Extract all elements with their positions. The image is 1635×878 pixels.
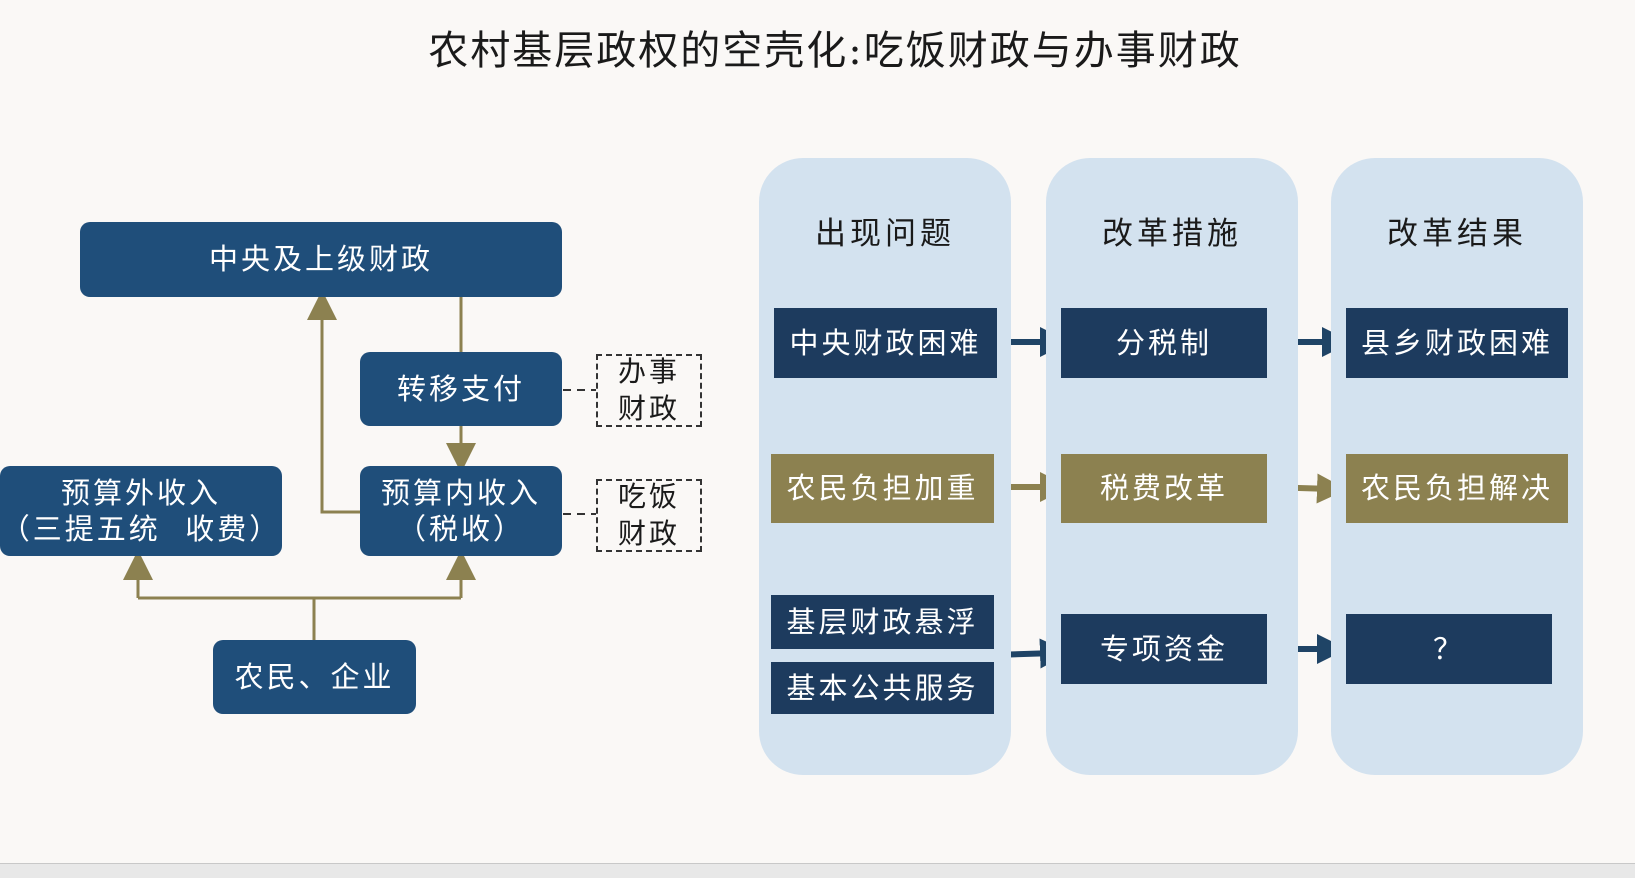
results-header: 改革结果 (1387, 216, 1527, 252)
row2-measure-label: 税费改革 (1099, 471, 1228, 506)
row1-result-box: 县乡财政困难 (1346, 308, 1568, 378)
row2-problem-box: 农民负担加重 (771, 454, 994, 523)
status-bar (0, 863, 1635, 878)
row3-result-label: ？ (1432, 631, 1465, 666)
inside-budget-sublabel: （税收） (396, 512, 525, 546)
row2-result-label: 农民负担解决 (1360, 471, 1553, 506)
row2-problem-label: 农民负担加重 (786, 471, 979, 506)
measures-header: 改革措施 (1102, 216, 1242, 252)
row3-measure-box: 专项资金 (1061, 614, 1267, 684)
farmers-enterprises-box: 农民、企业 (213, 640, 416, 714)
row1-result-label: 县乡财政困难 (1360, 325, 1553, 360)
row3-problem-b-label: 基本公共服务 (786, 670, 979, 705)
row3-problem-a-label: 基层财政悬浮 (786, 604, 979, 639)
farmers-enterprises-label: 农民、企业 (234, 659, 395, 694)
problems-header: 出现问题 (815, 216, 955, 252)
row1-problem-label: 中央财政困难 (789, 325, 982, 360)
chifan-finance-label-box: 吃饭 财政 (596, 479, 702, 552)
chifan-line1: 吃饭 (617, 480, 680, 514)
inside-budget-box: 预算内收入 （税收） (360, 466, 562, 556)
row1-measure-label: 分税制 (1115, 325, 1212, 360)
banshi-finance-label-box: 办事 财政 (596, 354, 702, 427)
row2-measure-box: 税费改革 (1061, 454, 1267, 523)
outside-budget-sublabel: （三提五统 收费） (0, 512, 282, 546)
row3-measure-label: 专项资金 (1099, 631, 1228, 666)
row1-measure-box: 分税制 (1061, 308, 1267, 378)
row3-result-box: ？ (1346, 614, 1552, 684)
outside-budget-box: 预算外收入 （三提五统 收费） (0, 466, 282, 556)
inside-to-central-arrow (307, 290, 360, 514)
banshi-line1: 办事 (617, 355, 680, 389)
banshi-line2: 财政 (617, 391, 680, 425)
row3-problem-b-box: 基本公共服务 (771, 662, 994, 714)
row3-problem-a-box: 基层财政悬浮 (771, 595, 994, 649)
outside-budget-label: 预算外收入 (60, 475, 221, 510)
row2-result-box: 农民负担解决 (1346, 454, 1568, 523)
row1-problem-box: 中央财政困难 (774, 308, 997, 378)
central-finance-box: 中央及上级财政 (80, 222, 562, 297)
inside-budget-label: 预算内收入 (380, 475, 541, 510)
transfer-payment-box: 转移支付 (360, 352, 562, 426)
page-title: 农村基层政权的空壳化:吃饭财政与办事财政 (428, 28, 1242, 74)
transfer-payment-label: 转移支付 (396, 371, 525, 406)
chifan-line2: 财政 (617, 516, 680, 550)
central-finance-label: 中央及上级财政 (208, 242, 433, 277)
